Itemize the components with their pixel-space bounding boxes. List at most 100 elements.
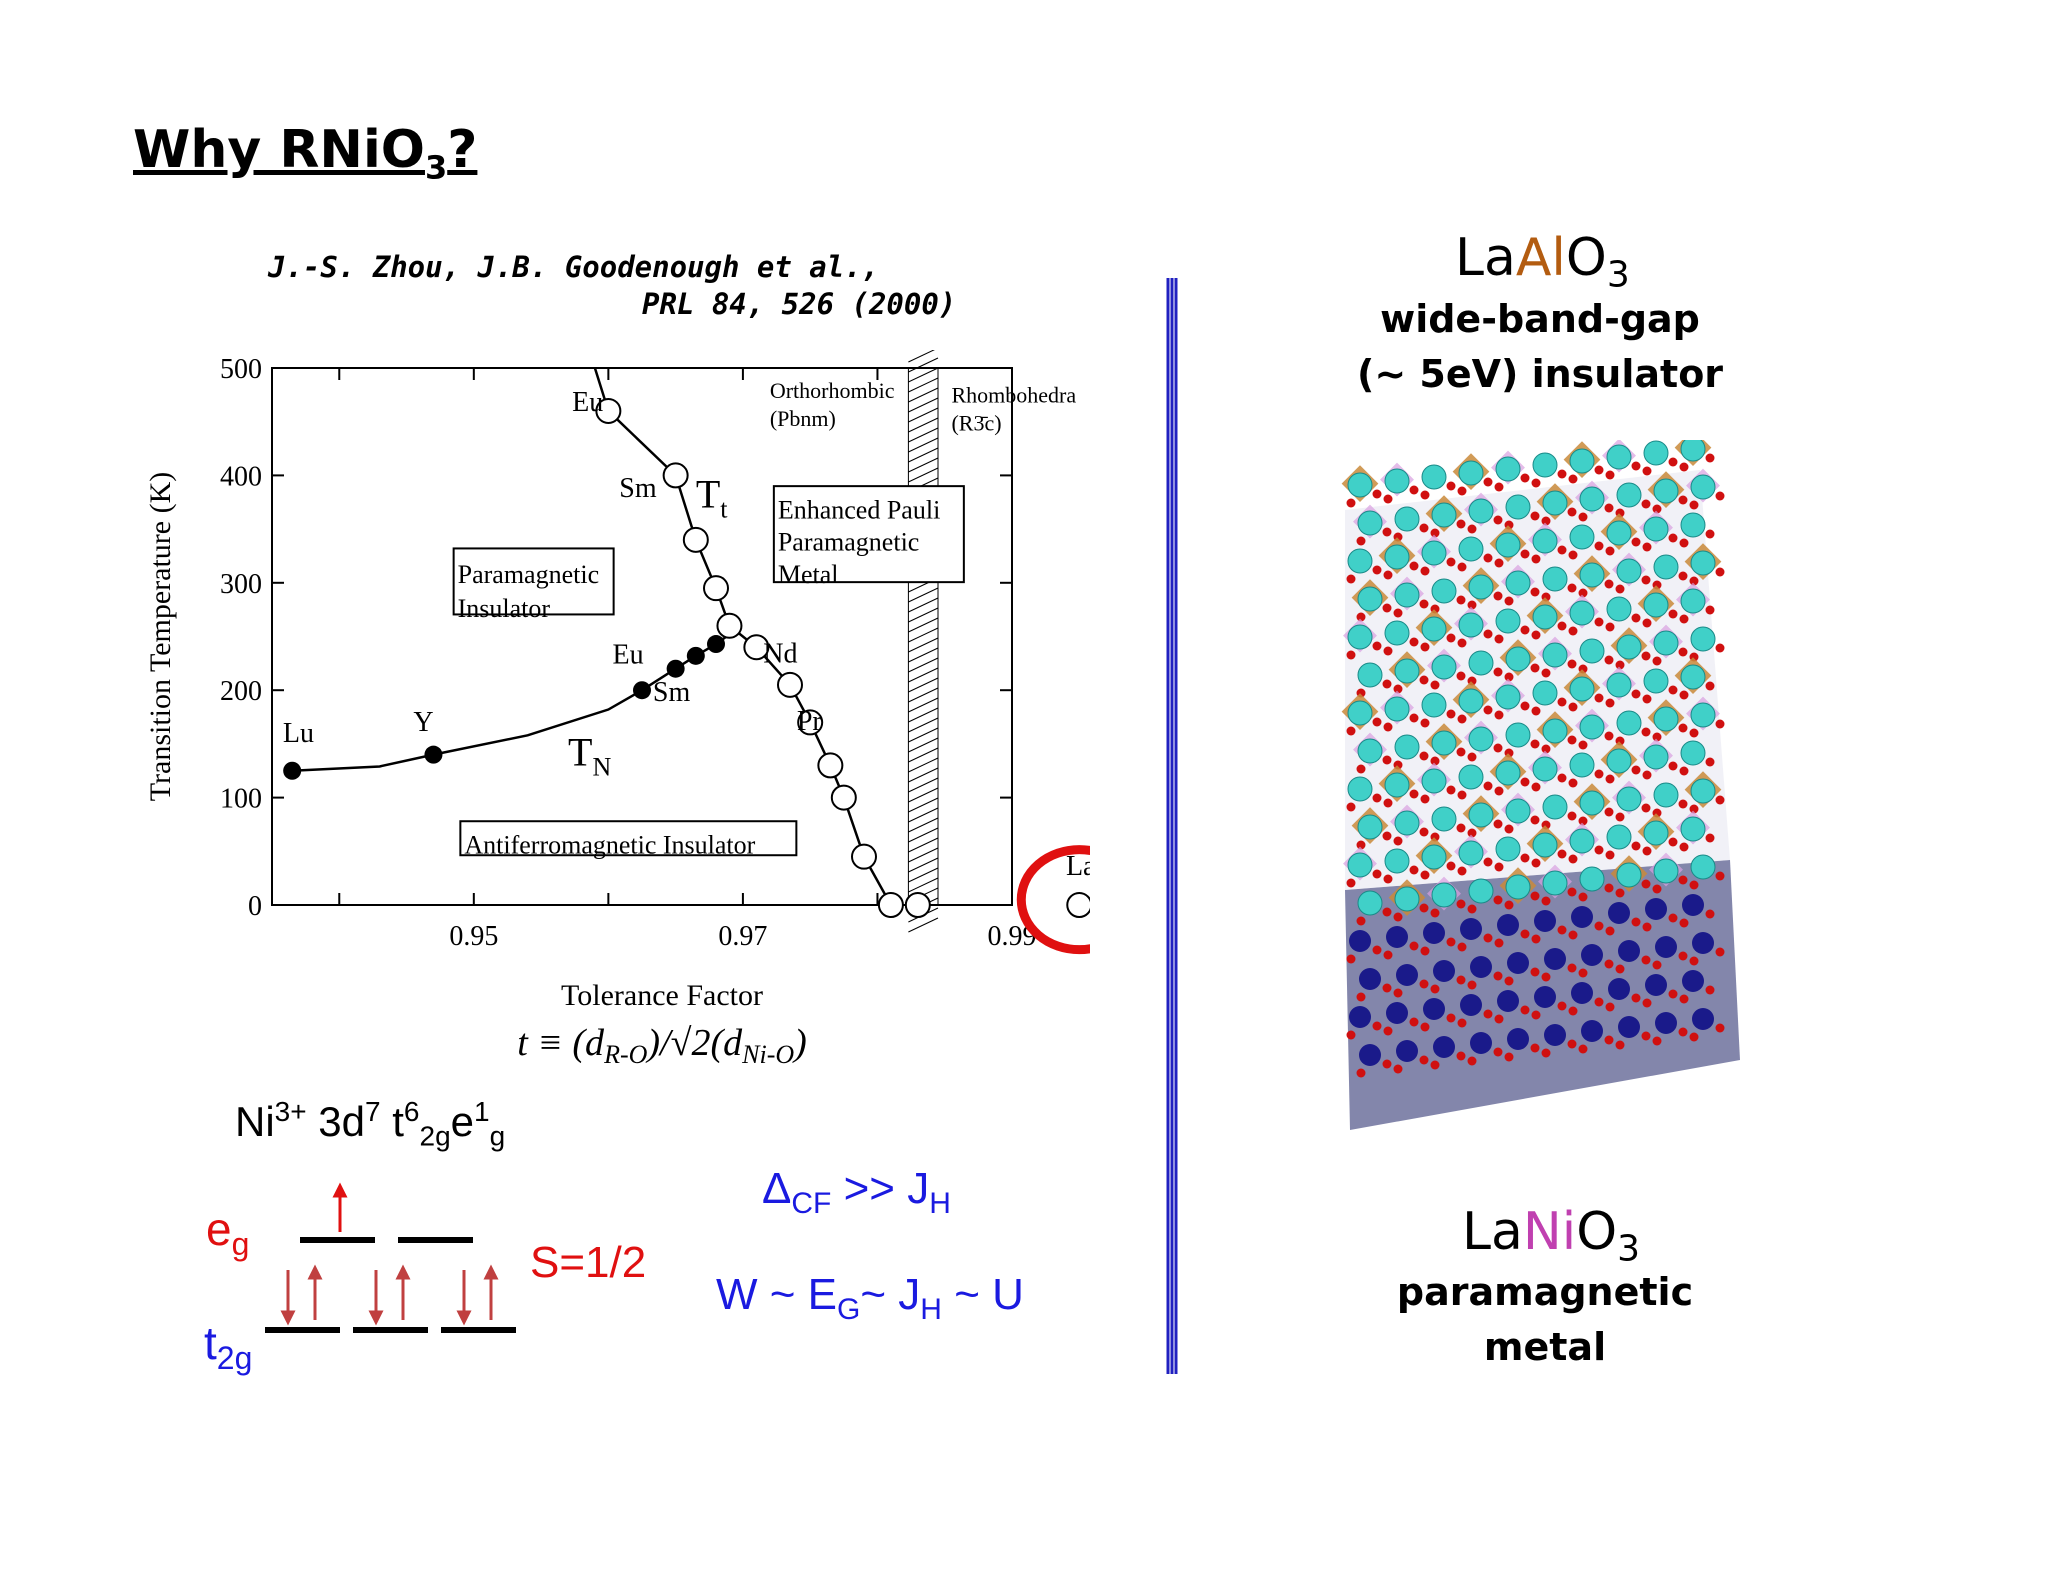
o-atom [1705, 605, 1715, 615]
la-atom [1394, 658, 1420, 684]
o-atom [1483, 1009, 1493, 1019]
o-atom [1541, 972, 1551, 982]
o-atom [1456, 671, 1466, 681]
tt-data-point [797, 709, 824, 736]
la-atom [1643, 668, 1669, 694]
o-atom [1346, 802, 1356, 812]
hatch-line [908, 637, 939, 653]
x-tick-label: 0.95 [449, 921, 498, 952]
o-atom [1504, 596, 1514, 606]
o-atom [1668, 609, 1678, 619]
o-atom [1605, 546, 1615, 556]
o-atom [1715, 567, 1725, 577]
o-atom [1409, 1017, 1419, 1027]
la-atom [1458, 536, 1484, 562]
o-atom [1356, 612, 1366, 622]
o-atom [1346, 574, 1356, 584]
la-atom [1579, 790, 1605, 816]
hatch-line [908, 657, 939, 673]
o-atom [1641, 879, 1651, 889]
o-atom [1346, 498, 1356, 508]
o-atom [1604, 883, 1614, 893]
o-atom [1679, 462, 1689, 472]
la-atom [1569, 676, 1595, 702]
hatch-line [908, 350, 935, 363]
la-atom [1505, 494, 1531, 520]
tt-data-point [904, 892, 931, 918]
ni-atom [1359, 968, 1381, 990]
la-atom [1532, 452, 1558, 478]
o-atom [1372, 641, 1382, 651]
o-atom [1420, 490, 1430, 500]
o-atom [1457, 1018, 1467, 1028]
o-atom [1567, 811, 1577, 821]
o-atom [1483, 629, 1493, 639]
o-atom [1531, 706, 1541, 716]
o-atom [1568, 702, 1578, 712]
ni-atom [1423, 998, 1445, 1020]
o-atom [1689, 956, 1699, 966]
point-label: La [1066, 851, 1090, 882]
la-atom [1384, 848, 1410, 874]
o-atom [1705, 833, 1715, 843]
la-atom [1532, 604, 1558, 630]
la-atom [1690, 474, 1716, 500]
o-atom [1446, 861, 1456, 871]
la-atom [1616, 634, 1642, 660]
tolerance-formula: t ≡ (dR-O)/√2(dNi-O) [517, 1022, 807, 1069]
la-atom [1394, 506, 1420, 532]
la-atom [1653, 554, 1679, 580]
ni-atom [1608, 978, 1630, 1000]
o-atom [1483, 705, 1493, 715]
laalo3-description-line2: (~ 5eV) insulator [1356, 352, 1724, 396]
region-label: Metal [778, 560, 839, 589]
o-atom [1668, 913, 1678, 923]
o-atom [1457, 866, 1467, 876]
t2g-label: t2g [204, 1317, 253, 1377]
o-atom [1604, 579, 1614, 589]
hatch-line [908, 677, 939, 693]
o-atom [1419, 1055, 1429, 1065]
hatch-line [908, 667, 939, 683]
o-atom [1531, 554, 1541, 564]
o-atom [1530, 815, 1540, 825]
o-atom [1504, 976, 1514, 986]
o-atom [1382, 907, 1392, 917]
o-atom [1678, 647, 1688, 657]
o-atom [1504, 1052, 1514, 1062]
o-atom [1382, 527, 1392, 537]
citation-authors: J.-S. Zhou, J.B. Goodenough et al., [268, 250, 880, 284]
o-atom [1715, 947, 1725, 957]
o-atom [1520, 777, 1530, 787]
o-atom [1615, 1040, 1625, 1050]
la-atom [1680, 816, 1706, 842]
o-atom [1457, 638, 1467, 648]
o-atom [1457, 714, 1467, 724]
o-atom [1346, 726, 1356, 736]
o-atom [1641, 727, 1651, 737]
o-atom [1520, 701, 1530, 711]
tt-data-point [817, 752, 844, 779]
la-atom [1495, 532, 1521, 558]
hatch-line [908, 687, 939, 703]
o-atom [1446, 785, 1456, 795]
o-atom [1457, 790, 1467, 800]
la-atom [1505, 874, 1531, 900]
ni-atom [1544, 1024, 1566, 1046]
la-atom [1606, 444, 1632, 470]
hatch-line [908, 647, 939, 663]
la-atom [1384, 544, 1410, 570]
o-atom [1430, 680, 1440, 690]
la-atom [1579, 866, 1605, 892]
o-atom [1578, 1044, 1588, 1054]
la-atom [1505, 570, 1531, 596]
point-label: Nd [763, 638, 797, 669]
hatch-line [908, 787, 939, 803]
la-atom [1431, 502, 1457, 528]
la-atom [1347, 700, 1373, 726]
la-atom [1542, 642, 1568, 668]
o-atom [1567, 583, 1577, 593]
hatch-line [908, 867, 939, 883]
la-atom [1606, 520, 1632, 546]
